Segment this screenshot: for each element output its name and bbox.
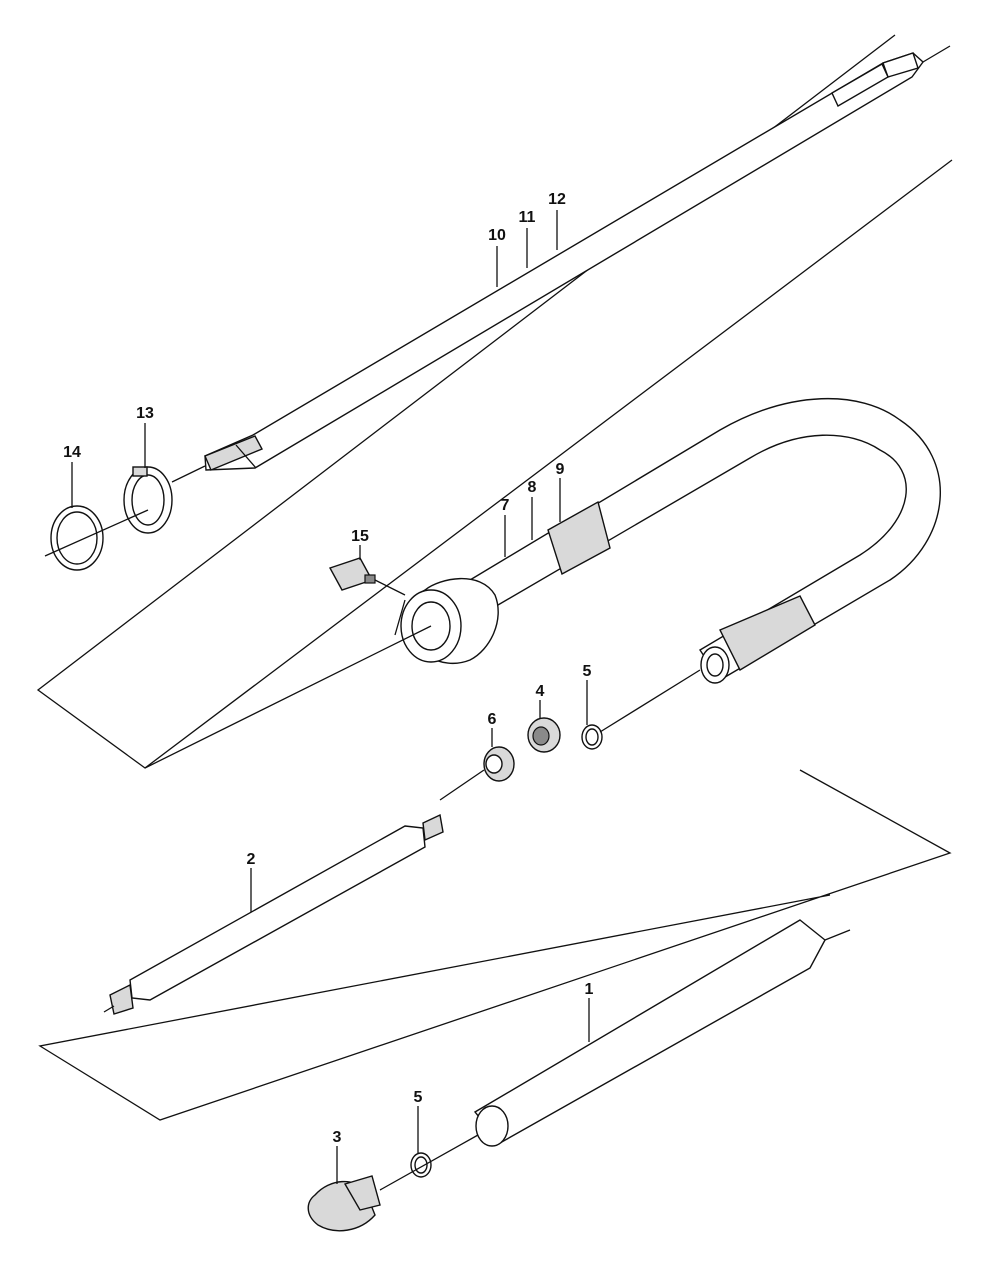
bearing-set — [439, 669, 701, 801]
inner-shaft-tip-bottom — [109, 983, 134, 1015]
circlip — [44, 505, 149, 571]
drive-shaft-assembly — [171, 45, 951, 483]
callout-3: 3 — [333, 1129, 342, 1146]
callout-labels: 10 11 12 13 14 15 7 8 9 5 4 6 2 1 5 3 — [63, 191, 593, 1146]
callout-7: 7 — [501, 497, 510, 514]
shaft-tube — [204, 52, 924, 471]
grip-sleeve-lower — [719, 595, 816, 671]
tip-cap-axis-line — [379, 1134, 479, 1191]
connector-pin — [364, 574, 376, 584]
shaft-square-tip — [204, 435, 263, 471]
inner-shaft-tip-top — [422, 813, 444, 842]
inner-shaft-body — [129, 825, 426, 1001]
circlip-axis-line — [44, 509, 149, 557]
tip-cap-neck — [343, 1175, 381, 1211]
shaft-axis-line-left — [171, 465, 206, 483]
connector-body — [328, 557, 374, 591]
housing-edge — [394, 599, 406, 636]
shaft-end-collar — [831, 63, 889, 107]
callout-11: 11 — [519, 209, 536, 226]
bushing-inner — [131, 474, 165, 526]
leader-lines — [71, 210, 590, 1184]
callout-14: 14 — [63, 444, 81, 461]
callout-6: 6 — [488, 711, 497, 728]
lower-plane-outline — [38, 769, 952, 1121]
outer-tube-end — [475, 1105, 509, 1147]
inner-shaft-axis-line — [103, 1005, 115, 1013]
outer-tube-body — [473, 919, 826, 1144]
bearing-axis-line — [599, 669, 701, 733]
callout-5-upper: 5 — [583, 663, 592, 680]
tip-cap-assembly — [307, 1134, 479, 1232]
cable-connector — [328, 557, 406, 596]
callout-10: 10 — [488, 227, 506, 244]
inner-shaft — [103, 813, 444, 1015]
callout-12: 12 — [548, 191, 566, 208]
upper-plane-outline — [36, 34, 953, 769]
callout-13: 13 — [136, 405, 154, 422]
grip-sleeve-upper — [547, 500, 611, 576]
u-tube-outer — [469, 397, 941, 681]
bearing-4-race — [532, 726, 550, 746]
assembly-planes — [36, 34, 953, 1121]
bushing-notch — [132, 466, 148, 477]
callout-4: 4 — [536, 683, 545, 700]
circlip-inner — [56, 511, 98, 565]
outer-tube — [473, 919, 851, 1147]
callout-9: 9 — [556, 461, 565, 478]
callout-15: 15 — [351, 528, 369, 545]
callout-2: 2 — [247, 851, 256, 868]
bearing-axis-line-left — [439, 769, 485, 801]
connector-lead — [374, 579, 406, 596]
shaft-axis-line — [922, 45, 951, 63]
outer-tube-axis-line — [824, 929, 851, 941]
bushing-ring — [123, 466, 173, 534]
callout-5-lower: 5 — [414, 1089, 423, 1106]
handle-tube-assembly — [144, 397, 941, 769]
shaft-tip-edge — [235, 444, 257, 469]
tube-end-bore — [706, 653, 724, 677]
callout-1: 1 — [585, 981, 594, 998]
callout-8: 8 — [528, 479, 537, 496]
spacer-6-bore — [485, 754, 503, 774]
housing-axis-line — [144, 625, 432, 769]
o-ring-upper-inner — [585, 728, 599, 746]
